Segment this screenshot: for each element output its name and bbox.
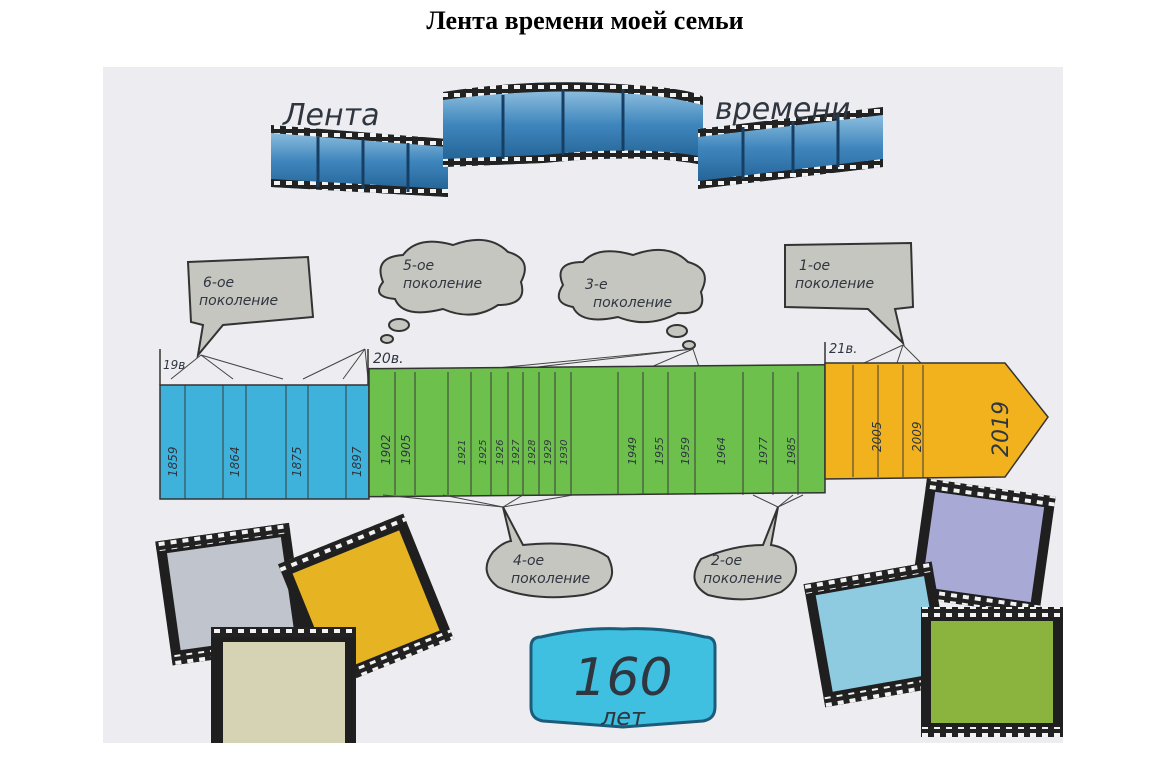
badge-number: 160 (573, 648, 672, 708)
century-19: 19в (163, 358, 185, 372)
century-21: 21в. (829, 342, 857, 357)
year-2019: 2019 (989, 401, 1014, 457)
year-1902: 1902 (379, 434, 393, 465)
century-20: 20в. (373, 351, 404, 367)
year-1927: 1927 (511, 439, 522, 465)
timeline-segment-20 (368, 363, 826, 498)
year-2009: 2009 (910, 421, 924, 452)
year-1964: 1964 (715, 437, 728, 465)
anniversary-badge: 160 лет (529, 627, 717, 731)
bubble-gen4: 4-ое поколение (485, 506, 613, 599)
timeline-segment-19 (159, 384, 370, 500)
year-1949: 1949 (626, 437, 639, 465)
film-frames-left (155, 513, 454, 743)
year-1905: 1905 (399, 434, 413, 465)
year-1926: 1926 (495, 440, 506, 465)
year-1985: 1985 (785, 437, 798, 465)
year-1921: 1921 (457, 440, 468, 465)
connector-lines-bottom (382, 494, 804, 508)
film-frames-right (803, 478, 1063, 737)
timeline-segment-21 (824, 362, 1049, 480)
year-1929: 1929 (543, 440, 554, 465)
banner-word-left: Лента (282, 98, 380, 133)
bubble-gen2: 2-ое поколение (693, 506, 797, 601)
bubble-gen1-line1: 1-ое (799, 258, 830, 274)
banner-word-right: времени (715, 92, 850, 127)
bubble-gen3-line1: 3-е (585, 277, 608, 293)
badge-word: лет (600, 703, 646, 731)
bubble-gen5: 5-ое поколение (378, 238, 526, 344)
year-1925: 1925 (478, 440, 489, 465)
year-1864: 1864 (228, 446, 242, 477)
poster-photo: Лента времени 6-ое поколение 5-ое поколе… (103, 67, 1063, 743)
year-1875: 1875 (290, 446, 304, 477)
bubble-gen1-line2: поколение (795, 276, 874, 292)
film-banner: Лента времени (271, 82, 883, 197)
year-1928: 1928 (527, 440, 538, 465)
bubble-gen2-line2: поколение (703, 571, 782, 587)
year-2005: 2005 (870, 421, 884, 452)
timeline-arrow: 1859 1864 1875 1897 1902 1905 1921 1925 … (159, 362, 1049, 500)
bubble-gen6-line1: 6-ое (203, 275, 234, 291)
bubble-gen6-line2: поколение (199, 293, 278, 309)
bubble-gen1: 1-ое поколение (784, 241, 915, 347)
bubble-gen5-line1: 5-ое (403, 258, 434, 274)
bubble-gen4-line2: поколение (511, 571, 590, 587)
page-title: Лента времени моей семьи (426, 6, 744, 35)
bubble-gen5-line2: поколение (403, 276, 482, 292)
bubble-gen6: 6-ое поколение (186, 255, 315, 359)
year-1977: 1977 (757, 437, 770, 465)
year-1955: 1955 (653, 437, 666, 465)
year-1897: 1897 (350, 446, 364, 477)
year-1930: 1930 (559, 440, 570, 465)
year-1859: 1859 (166, 446, 180, 477)
bubble-gen4-line1: 4-ое (513, 553, 544, 569)
bubble-gen3: 3-е поколение (557, 248, 706, 350)
bubble-gen2-line1: 2-ое (711, 553, 742, 569)
year-1959: 1959 (679, 437, 692, 465)
bubble-gen3-line2: поколение (593, 295, 672, 311)
